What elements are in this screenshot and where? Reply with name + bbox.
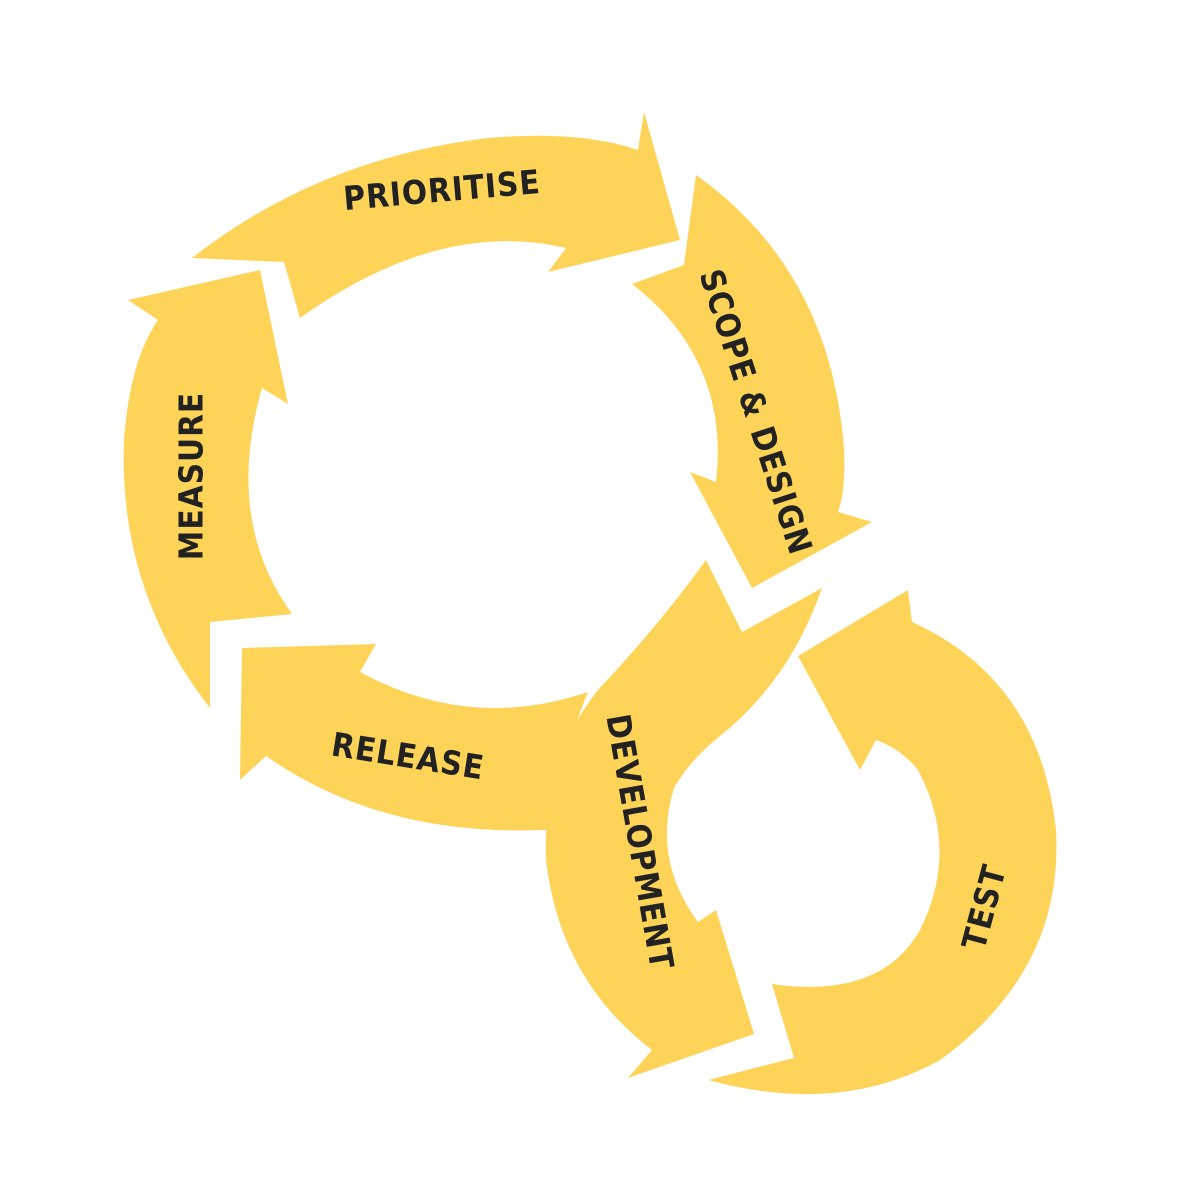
- release-arrow: [240, 644, 588, 831]
- measure-arrow: [123, 270, 292, 708]
- scope-design-arrow: [632, 175, 872, 588]
- test-stage: TEST: [708, 590, 1057, 1095]
- prioritise-arrow: [192, 112, 680, 318]
- measure-stage: MEASURE: [123, 270, 292, 708]
- prioritise-stage: PRIORITISE: [192, 112, 680, 318]
- development-arrow: [545, 560, 822, 1078]
- test-arrow: [708, 590, 1057, 1095]
- release-stage: RELEASE: [240, 644, 588, 831]
- measure-label: MEASURE: [172, 392, 211, 560]
